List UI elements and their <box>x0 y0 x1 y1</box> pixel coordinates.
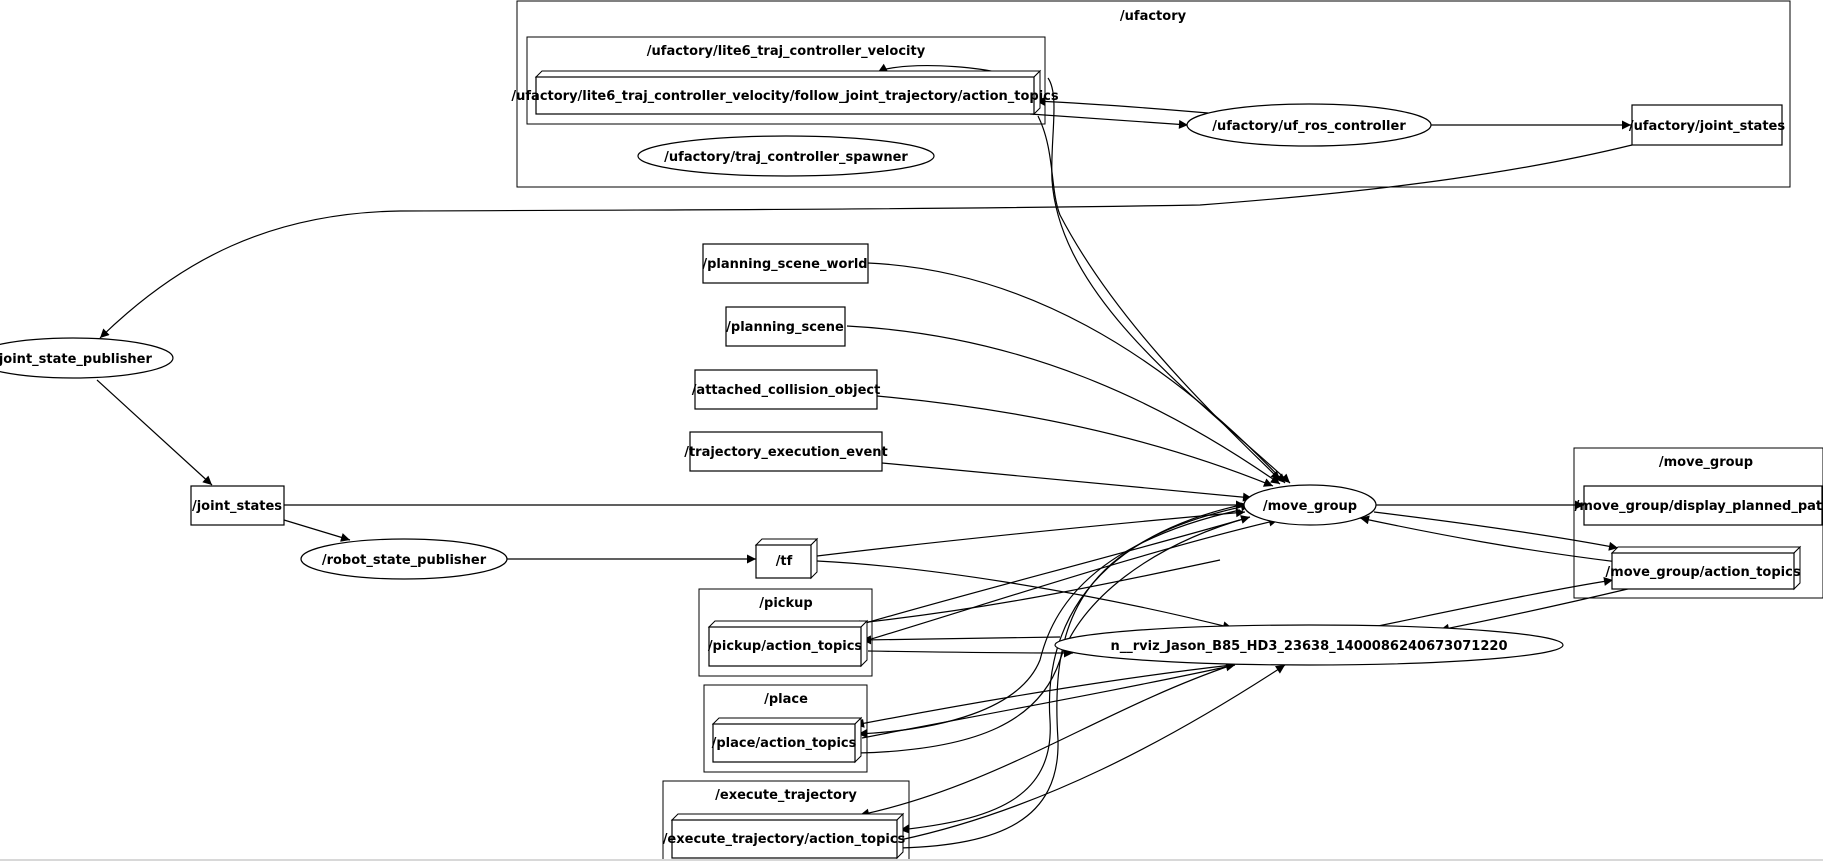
node-label: n__rviz_Jason_B85_HD3_23638_140008624067… <box>1110 639 1507 654</box>
cluster-execute-trajectory: /execute_trajectory <box>662 780 910 861</box>
edge-planning-scene-world-to-move-group[interactable] <box>867 262 1286 484</box>
cluster-label: /ufactory <box>1120 9 1187 24</box>
node-label: /ufactory/traj_controller_spawner <box>664 150 908 165</box>
node-label: /place/action_topics <box>712 736 857 751</box>
node-trajectory-execution-event[interactable]: /trajectory_execution_event <box>684 431 888 472</box>
node-planning-scene-world[interactable]: /planning_scene_world <box>702 243 869 284</box>
node-label: /pickup/action_topics <box>708 639 863 654</box>
node-label: /move_group/display_planned_path <box>1575 499 1823 514</box>
cluster-ufactory: /ufactory <box>516 0 1791 188</box>
node-place-action-topics[interactable]: /place/action_topics <box>712 716 863 764</box>
edge-place-to-rviz[interactable] <box>861 662 1236 739</box>
node-move-group-action-topics[interactable]: /move_group/action_topics <box>1605 545 1802 591</box>
edge-execute-to-rviz[interactable] <box>899 664 1286 841</box>
node-display-planned-path[interactable]: /move_group/display_planned_path <box>1575 485 1823 526</box>
edge-move-group-to-execute[interactable] <box>899 502 1251 834</box>
edge-attached-collision-to-move-group[interactable] <box>876 395 1274 487</box>
edge-follow-jt-to-move-group[interactable] <box>1037 115 1281 481</box>
cluster-label: /ufactory/lite6_traj_controller_velocity <box>647 44 926 59</box>
edge-pickup-out[interactable] <box>849 559 1221 625</box>
node-execute-trajectory-action-topics[interactable]: /execute_trajectory/action_topics <box>663 812 906 860</box>
edge-mg-action-topics-to-rviz[interactable] <box>1439 587 1633 633</box>
node-label: /trajectory_execution_event <box>684 445 888 460</box>
node-label: /ufactory/joint_states <box>1629 119 1785 134</box>
cluster-pickup: /pickup <box>698 588 873 677</box>
edge-execute-to-move-group[interactable] <box>899 502 1251 849</box>
edge-joint-states-to-robot-state-pub[interactable] <box>283 519 351 542</box>
node-traj-controller-spawner[interactable]: /ufactory/traj_controller_spawner <box>637 135 935 177</box>
cluster-place: /place <box>703 684 868 773</box>
edge-planning-scene-to-move-group[interactable] <box>846 325 1281 485</box>
cluster-label: /execute_trajectory <box>715 788 857 803</box>
edge-mg-action-topics-to-move-group[interactable] <box>1359 515 1619 563</box>
edge-joint-state-pub-to-joint-states[interactable] <box>96 379 213 486</box>
node-joint-states[interactable]: /joint_states <box>190 485 285 526</box>
node-uf-joint-states[interactable]: /ufactory/joint_states <box>1629 104 1785 146</box>
node-label: /joint_state_publisher <box>0 352 152 367</box>
cluster-move-group: /move_group <box>1573 447 1823 599</box>
node-follow-joint-trajectory-action-topics[interactable]: /ufactory/lite6_traj_controller_velocity… <box>511 69 1059 116</box>
edge-pickup-to-move-group[interactable] <box>867 517 1279 641</box>
edge-uf-ros-controller-to-follow-jt[interactable] <box>1035 96 1209 114</box>
node-rviz[interactable]: n__rviz_Jason_B85_HD3_23638_140008624067… <box>1054 624 1564 666</box>
edges <box>96 63 1633 849</box>
edge-move-group-to-mg-action-topics[interactable] <box>1373 511 1619 551</box>
edge-rviz-to-place[interactable] <box>854 664 1233 728</box>
node-label: /ufactory/lite6_traj_controller_velocity… <box>511 89 1058 104</box>
node-label: /planning_scene <box>726 320 844 335</box>
node-planning-scene[interactable]: /planning_scene <box>725 306 846 347</box>
node-label: /robot_state_publisher <box>322 553 487 568</box>
node-robot-state-publisher[interactable]: /robot_state_publisher <box>300 538 508 580</box>
edge-move-group-to-pickup[interactable] <box>851 519 1241 629</box>
edge-rviz-to-pickup[interactable] <box>861 635 1061 645</box>
node-joint-state-publisher[interactable]: /joint_state_publisher <box>0 337 174 379</box>
node-label: /joint_states <box>192 499 282 514</box>
node-label: /ufactory/uf_ros_controller <box>1212 119 1406 134</box>
horizontal-scrollbar[interactable] <box>0 859 1823 861</box>
node-label: /planning_scene_world <box>702 257 867 272</box>
node-attached-collision-object[interactable]: /attached_collision_object <box>692 369 881 410</box>
node-move-group[interactable]: /move_group <box>1243 484 1377 526</box>
edge-tf-to-rviz[interactable] <box>816 560 1233 631</box>
edge-traj-exec-event-to-move-group[interactable] <box>881 462 1253 502</box>
node-label: /move_group <box>1263 499 1357 514</box>
cluster-velocity-controller: /ufactory/lite6_traj_controller_velocity <box>526 36 1046 125</box>
node-label: /attached_collision_object <box>692 383 881 398</box>
node-tf[interactable]: /tf <box>754 537 819 580</box>
edge-tf-to-move-group[interactable] <box>816 508 1246 557</box>
node-uf-ros-controller[interactable]: /ufactory/uf_ros_controller <box>1186 103 1432 147</box>
edge-uf-joint-states-to-joint-state-pub[interactable] <box>99 144 1633 339</box>
edge-follow-jt-to-uf-ros-controller[interactable] <box>1029 113 1189 129</box>
node-pickup-action-topics[interactable]: /pickup/action_topics <box>707 619 869 668</box>
node-label: /move_group/action_topics <box>1605 565 1800 580</box>
node-label: /tf <box>776 554 793 569</box>
cluster-label: /place <box>764 692 808 707</box>
node-label: /execute_trajectory/action_topics <box>663 832 906 847</box>
edge-rviz-to-mg-action-topics[interactable] <box>1377 576 1614 627</box>
cluster-label: /pickup <box>759 596 812 611</box>
edge-pickup-to-rviz[interactable] <box>867 648 1074 658</box>
cluster-label: /move_group <box>1659 455 1753 470</box>
